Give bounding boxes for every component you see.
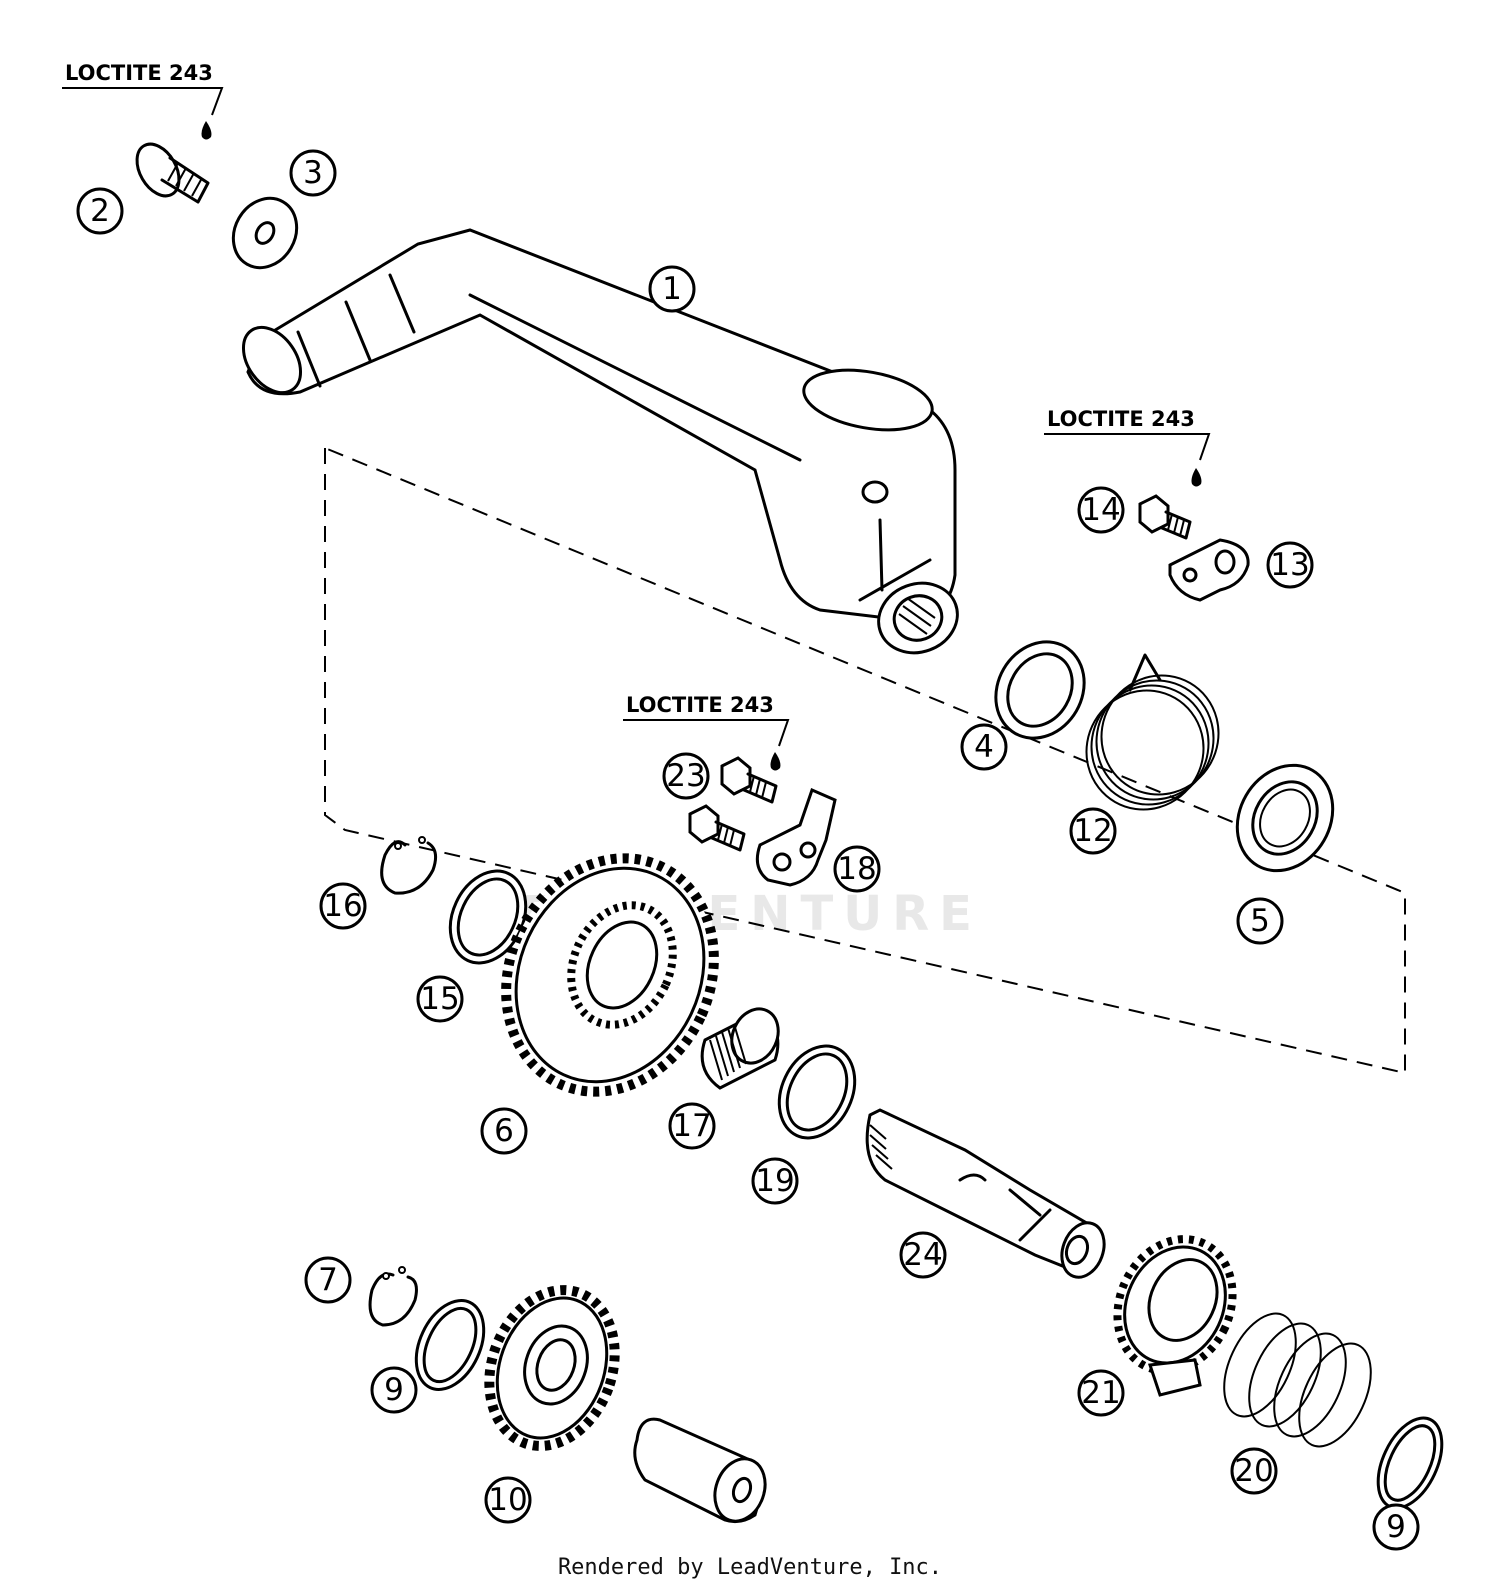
washer-part-19	[777, 1044, 857, 1140]
bolt-part-14	[1138, 494, 1192, 540]
svg-text:23: 23	[666, 758, 705, 794]
callout-24: 24	[899, 1231, 947, 1279]
callout-23: 23	[662, 752, 710, 800]
callout-3: 3	[289, 149, 337, 197]
circlip-part-16	[380, 836, 438, 895]
washer-part-15	[448, 869, 528, 965]
callout-6: 6	[480, 1107, 528, 1155]
svg-text:7: 7	[318, 1262, 338, 1298]
gear-part-6	[501, 853, 719, 1097]
svg-text:19: 19	[755, 1163, 794, 1199]
kickstarter-lever-part-1	[241, 228, 959, 655]
svg-text:1: 1	[662, 271, 682, 307]
callout-1: 1	[648, 265, 696, 313]
washer-part-9-right	[1376, 1416, 1444, 1510]
washer-part-4	[994, 640, 1086, 740]
idler-gear-part-10	[484, 1285, 620, 1451]
seal-part-5	[1235, 763, 1335, 873]
callout-16: 16	[319, 882, 367, 930]
svg-text:18: 18	[837, 851, 876, 887]
callout-13: 13	[1266, 541, 1314, 589]
washer-part-9-left	[414, 1299, 486, 1391]
svg-text:5: 5	[1250, 903, 1270, 939]
compression-spring-part-20	[1223, 1312, 1372, 1448]
ratchet-gear-part-21	[1113, 1235, 1237, 1397]
assembly-dashed-outline	[324, 447, 1406, 1075]
loctite-drop-icon	[1191, 468, 1202, 487]
kickstarter-shaft-part-24	[865, 1108, 1106, 1279]
stopper-plate-part-18	[755, 787, 837, 887]
svg-text:3: 3	[303, 155, 323, 191]
callout-4: 4	[960, 723, 1008, 771]
callout-2: 2	[76, 187, 124, 235]
callout-21: 21	[1077, 1369, 1125, 1417]
circlip-part-7	[368, 1266, 418, 1327]
callout-9-right: 9	[1372, 1503, 1420, 1551]
svg-text:LOCTITE 243: LOCTITE 243	[626, 693, 774, 717]
loctite-drop-icon	[201, 121, 212, 140]
callout-17: 17	[668, 1102, 716, 1150]
bushing-part-10	[633, 1417, 767, 1524]
svg-text:20: 20	[1234, 1453, 1273, 1489]
svg-text:10: 10	[488, 1482, 527, 1518]
svg-text:9: 9	[1386, 1509, 1406, 1545]
callout-15: 15	[416, 975, 464, 1023]
loctite-label-screw-23: LOCTITE 243	[623, 693, 790, 771]
footer-credit: Rendered by LeadVenture, Inc.	[557, 1555, 943, 1580]
svg-text:12: 12	[1073, 813, 1112, 849]
svg-text:9: 9	[384, 1372, 404, 1408]
callout-14: 14	[1077, 486, 1125, 534]
svg-text:16: 16	[323, 888, 362, 924]
bolts-part-23	[688, 756, 778, 852]
torsion-spring-part-12	[1085, 653, 1220, 811]
svg-text:6: 6	[494, 1113, 514, 1149]
needle-bearing-part-17	[700, 1007, 780, 1090]
svg-text:15: 15	[420, 981, 459, 1017]
screw-part-2	[135, 142, 210, 204]
svg-text:13: 13	[1270, 547, 1309, 583]
loctite-label-screw-2: LOCTITE 243	[62, 61, 224, 140]
callout-19: 19	[751, 1157, 799, 1205]
svg-text:17: 17	[672, 1108, 711, 1144]
loctite-label-screw-14: LOCTITE 243	[1044, 407, 1211, 487]
washer-part-3	[231, 196, 299, 270]
callout-5: 5	[1236, 897, 1284, 945]
svg-text:21: 21	[1081, 1375, 1120, 1411]
svg-text:24: 24	[903, 1237, 942, 1273]
svg-text:14: 14	[1081, 492, 1120, 528]
svg-text:LOCTITE 243: LOCTITE 243	[1047, 407, 1195, 431]
svg-text:2: 2	[90, 193, 110, 229]
callout-9-left: 9	[370, 1366, 418, 1414]
callout-12: 12	[1069, 807, 1117, 855]
svg-text:4: 4	[974, 729, 994, 765]
callout-20: 20	[1230, 1447, 1278, 1495]
bracket-part-13	[1168, 538, 1250, 602]
callout-10: 10	[484, 1476, 532, 1524]
callout-7: 7	[304, 1256, 352, 1304]
loctite-drop-icon	[770, 752, 781, 771]
svg-text:LOCTITE 243: LOCTITE 243	[65, 61, 213, 85]
callout-18: 18	[833, 845, 881, 893]
